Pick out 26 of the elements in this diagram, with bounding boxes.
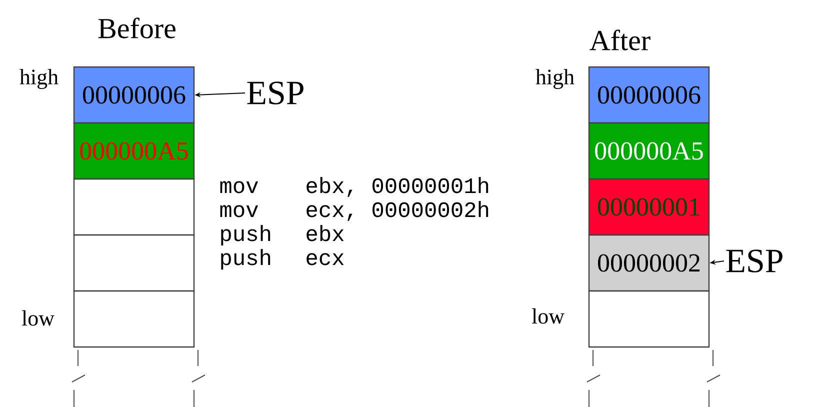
empty-memory-cell <box>73 290 195 348</box>
address-label: low <box>22 310 54 326</box>
code-text: push <box>221 225 270 246</box>
code-text: push <box>221 249 270 270</box>
memory-cell: 00000001 <box>588 178 710 236</box>
code-text: mov <box>220 205 258 218</box>
pointer-label: ESP <box>726 250 782 272</box>
address-label: high <box>20 69 58 89</box>
code-text: ebx <box>306 225 344 242</box>
code-text: ecx <box>306 253 344 266</box>
empty-memory-cell <box>73 234 195 292</box>
heading: After <box>590 30 650 50</box>
code-text: mov <box>220 181 258 194</box>
heading: Before <box>98 18 176 38</box>
memory-cell: 000000A5 <box>73 122 195 180</box>
empty-memory-cell <box>588 290 710 348</box>
memory-cell: 000000A5 <box>588 122 710 180</box>
address-label: low <box>532 308 564 324</box>
code-text: ecx, 00000002h <box>306 201 488 221</box>
memory-cell: 00000006 <box>588 66 710 124</box>
memory-cell: 00000002 <box>588 234 710 292</box>
memory-cell: 00000006 <box>73 66 195 124</box>
address-label: high <box>536 69 574 89</box>
code-text: ebx, 00000001h <box>306 177 488 197</box>
empty-memory-cell <box>73 178 195 236</box>
pointer-label: ESP <box>247 82 304 104</box>
